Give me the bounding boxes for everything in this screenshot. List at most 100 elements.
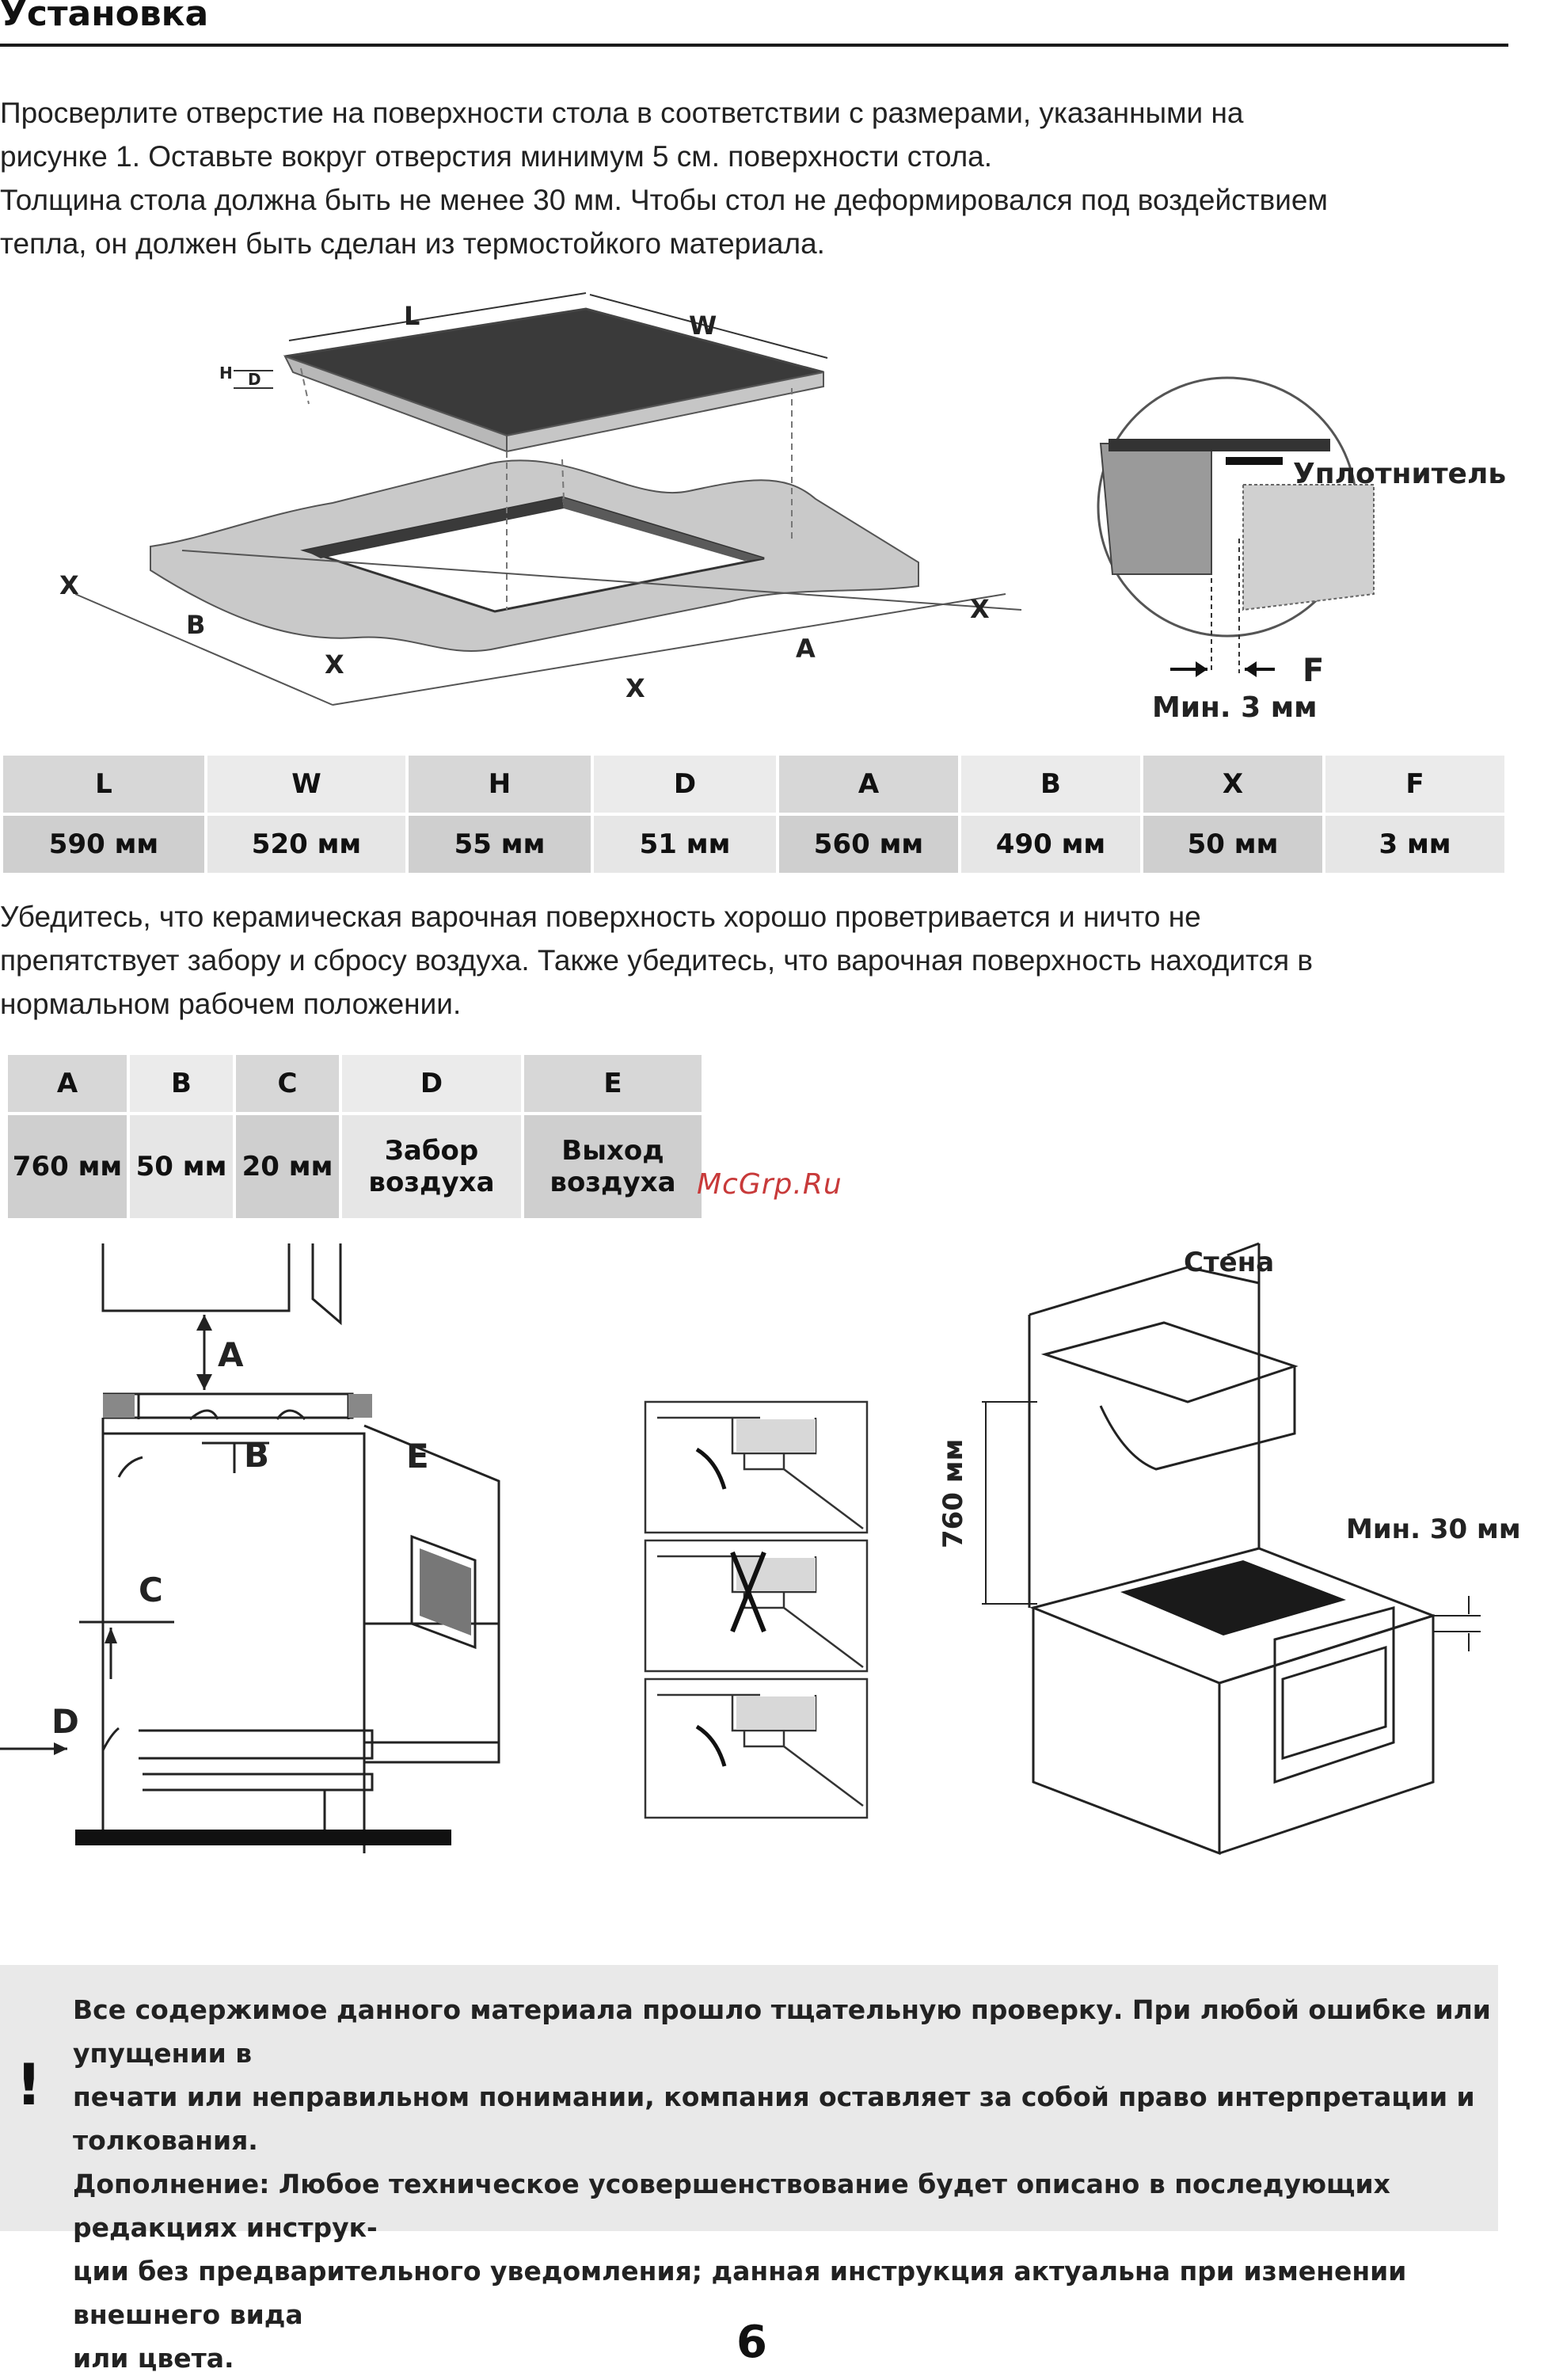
disclaimer-line: Дополнение: Любое техническое усовершенс… [73,2169,1390,2243]
label-A: A [218,1335,244,1374]
label-F: F [1303,653,1324,689]
disclaimer-line: Все содержимое данного материала прошло … [73,1994,1491,2069]
height-dimension [982,1401,1037,1605]
label-X: X [970,594,990,624]
title-divider [0,44,1508,47]
vent-line: нормальном рабочем положении. [0,988,462,1020]
intro-line: Просверлите отверстие на поверхности сто… [0,97,1244,129]
table-row: 590 мм 520 мм 55 мм 51 мм 560 мм 490 мм … [3,816,1504,873]
floor [75,1830,451,1845]
label-X: X [325,649,344,680]
wall-label: Стена [1184,1247,1274,1278]
table-row: 760 мм 50 мм 20 мм Забор воздуха Выход в… [8,1115,702,1218]
header-cell: B [130,1055,233,1112]
seal-label: Уплотнитель [1293,458,1506,490]
value-cell: 490 мм [961,816,1140,873]
min-gap-label: Мин. 3 мм [1152,691,1318,724]
disclaimer-line: печати или неправильном понимании, компа… [73,2081,1475,2156]
airflow-arrows [101,1409,306,1751]
header-cell: X [1143,756,1322,813]
watermark: McGrp.Ru [697,1168,842,1201]
header-cell: E [524,1055,702,1112]
worktop-section [1099,443,1212,575]
worktop-edge [348,1394,372,1418]
hob-body-section [736,1419,816,1453]
value-cell: 760 мм [8,1115,127,1218]
ventilation-paragraph: Убедитесь, что керамическая варочная пов… [0,895,1520,1026]
gap-arrowheads [1196,661,1257,677]
ventilation-table: A B C D E 760 мм 50 мм 20 мм Забор возду… [5,1052,705,1221]
label-H: H [219,364,233,383]
vent-line: Убедитесь, что керамическая варочная пов… [0,901,1201,933]
label-C: C [139,1571,163,1609]
label-D: D [51,1702,79,1741]
header-cell: A [779,756,958,813]
value-cell: 560 мм [779,816,958,873]
dimensions-table: L W H D A B X F 590 мм 520 мм 55 мм 51 м… [0,752,1508,876]
min-thickness-label: Мин. 30 мм [1346,1514,1521,1545]
isometric-hob [1120,1560,1346,1636]
label-E: E [406,1437,429,1476]
projection-lines [300,367,793,610]
header-cell: W [207,756,405,813]
header-cell: H [409,756,591,813]
value-cell: Выход воздуха [524,1115,702,1218]
header-cell: C [236,1055,339,1112]
disclaimer-line: или цвета. [73,2343,234,2374]
cutout-shadow [562,497,764,561]
header-cell: L [3,756,204,813]
value-cell: 3 мм [1325,816,1504,873]
label-X: X [59,570,79,600]
intro-line: рисунке 1. Оставьте вокруг отверстия мин… [0,140,993,173]
disclaimer-box [0,1965,1498,2231]
height-label: 760 мм [937,1439,969,1548]
hob-body-section [1242,484,1375,611]
kitchen-isometric [1028,1242,1437,1856]
label-D: D [248,370,261,389]
hob-body-section [736,1696,816,1730]
page-number: 6 [736,2317,767,2368]
thickness-dimension [1433,1596,1481,1651]
airflow-panels [644,1400,869,1819]
disclaimer-line: ции без предварительного уведомления; да… [73,2256,1407,2330]
value-cell: 20 мм [236,1115,339,1218]
table-row: A B C D E [8,1055,702,1112]
dimension-arrowheads [54,1315,212,1755]
vent-line: препятствует забору и сбросу воздуха. Та… [0,944,1314,977]
label-L: L [404,301,420,331]
header-cell: B [961,756,1140,813]
header-cell: D [342,1055,521,1112]
air-outlet-line: Выход [561,1135,664,1167]
value-cell: 55 мм [409,816,591,873]
label-W: W [689,310,717,341]
hob-edge [506,371,824,453]
airflow-blocked [730,1551,766,1633]
label-B: B [186,610,205,640]
header-cell: F [1325,756,1504,813]
warning-icon: ! [16,2051,42,2118]
value-cell: 51 мм [594,816,776,873]
cutout-diagram: L W H D X B X X A X Уплотнитель F Мин. 3… [59,292,1506,724]
label-A: A [796,634,816,664]
cabinet-section [101,1243,500,1853]
dimension-lines [234,370,273,389]
header-cell: D [594,756,776,813]
header-cell: A [8,1055,127,1112]
label-X: X [626,673,645,703]
gap-lines [1211,539,1240,673]
dimension-lines [0,1315,269,1750]
value-cell: Забор воздуха [342,1115,521,1218]
cutout-shadow [305,497,564,558]
value-cell: 590 мм [3,816,204,873]
table-row: L W H D A B X F [3,756,1504,813]
oven-window [420,1548,471,1636]
label-B: B [244,1436,269,1475]
air-intake-line: Забор [384,1135,479,1167]
intro-line: тепла, он должен быть сделан из термосто… [0,227,825,260]
value-cell: 50 мм [130,1115,233,1218]
worktop-edge [103,1394,135,1418]
value-cell: 520 мм [207,816,405,873]
intro-line: Толщина стола должна быть не менее 30 мм… [0,184,1328,216]
intro-paragraph: Просверлите отверстие на поверхности сто… [0,91,1520,265]
airflow-correct [695,1447,727,1767]
